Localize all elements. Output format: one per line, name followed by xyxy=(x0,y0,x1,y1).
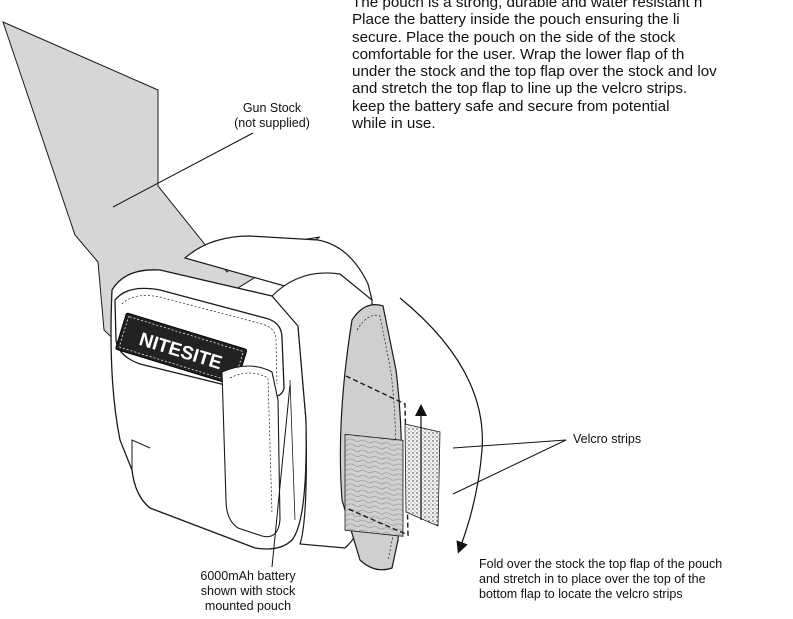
instructions-paragraph: The pouch is a strong, durable and water… xyxy=(352,0,793,132)
velcro-strips-label: Velcro strips xyxy=(573,432,641,447)
instructions-line: under the stock and the top flap over th… xyxy=(352,63,717,81)
instructions-line: The pouch is a strong, durable and water… xyxy=(352,0,703,11)
fold-label-line: and stretch in to place over the top of … xyxy=(479,572,706,586)
instructions-line: and stretch the top flap to line up the … xyxy=(352,80,688,98)
instructions-line: while in use. xyxy=(352,115,436,133)
gun-stock-label-line: (not supplied) xyxy=(234,116,310,130)
velcro-strip-bottom xyxy=(404,423,441,527)
fold-instructions-label: Fold over the stock the top flap of the … xyxy=(479,557,722,602)
fold-arrow xyxy=(399,297,483,554)
instructions-line: Place the battery inside the pouch ensur… xyxy=(352,11,680,29)
battery-label-line: 6000mAh battery xyxy=(200,569,296,583)
battery-label-line: shown with stock xyxy=(200,584,296,598)
instructions-line: secure. Place the pouch on the side of t… xyxy=(352,28,676,46)
battery-label: 6000mAh battery shown with stock mounted… xyxy=(178,569,318,614)
battery-label-line: mounted pouch xyxy=(204,599,292,613)
gun-stock-label-line: Gun Stock xyxy=(242,101,302,115)
instructions-line: keep the battery safe and secure from po… xyxy=(352,97,670,115)
instructions-line: comfortable for the user. Wrap the lower… xyxy=(352,45,685,63)
gun-stock-label: Gun Stock (not supplied) xyxy=(212,101,332,131)
velcro-strip-top xyxy=(344,433,404,537)
fold-label-line: Fold over the stock the top flap of the … xyxy=(479,557,723,571)
velcro-strips-label-text: Velcro strips xyxy=(573,432,642,446)
fold-label-line: bottom flap to locate the velcro strips xyxy=(479,587,683,601)
battery-pocket xyxy=(221,365,281,538)
